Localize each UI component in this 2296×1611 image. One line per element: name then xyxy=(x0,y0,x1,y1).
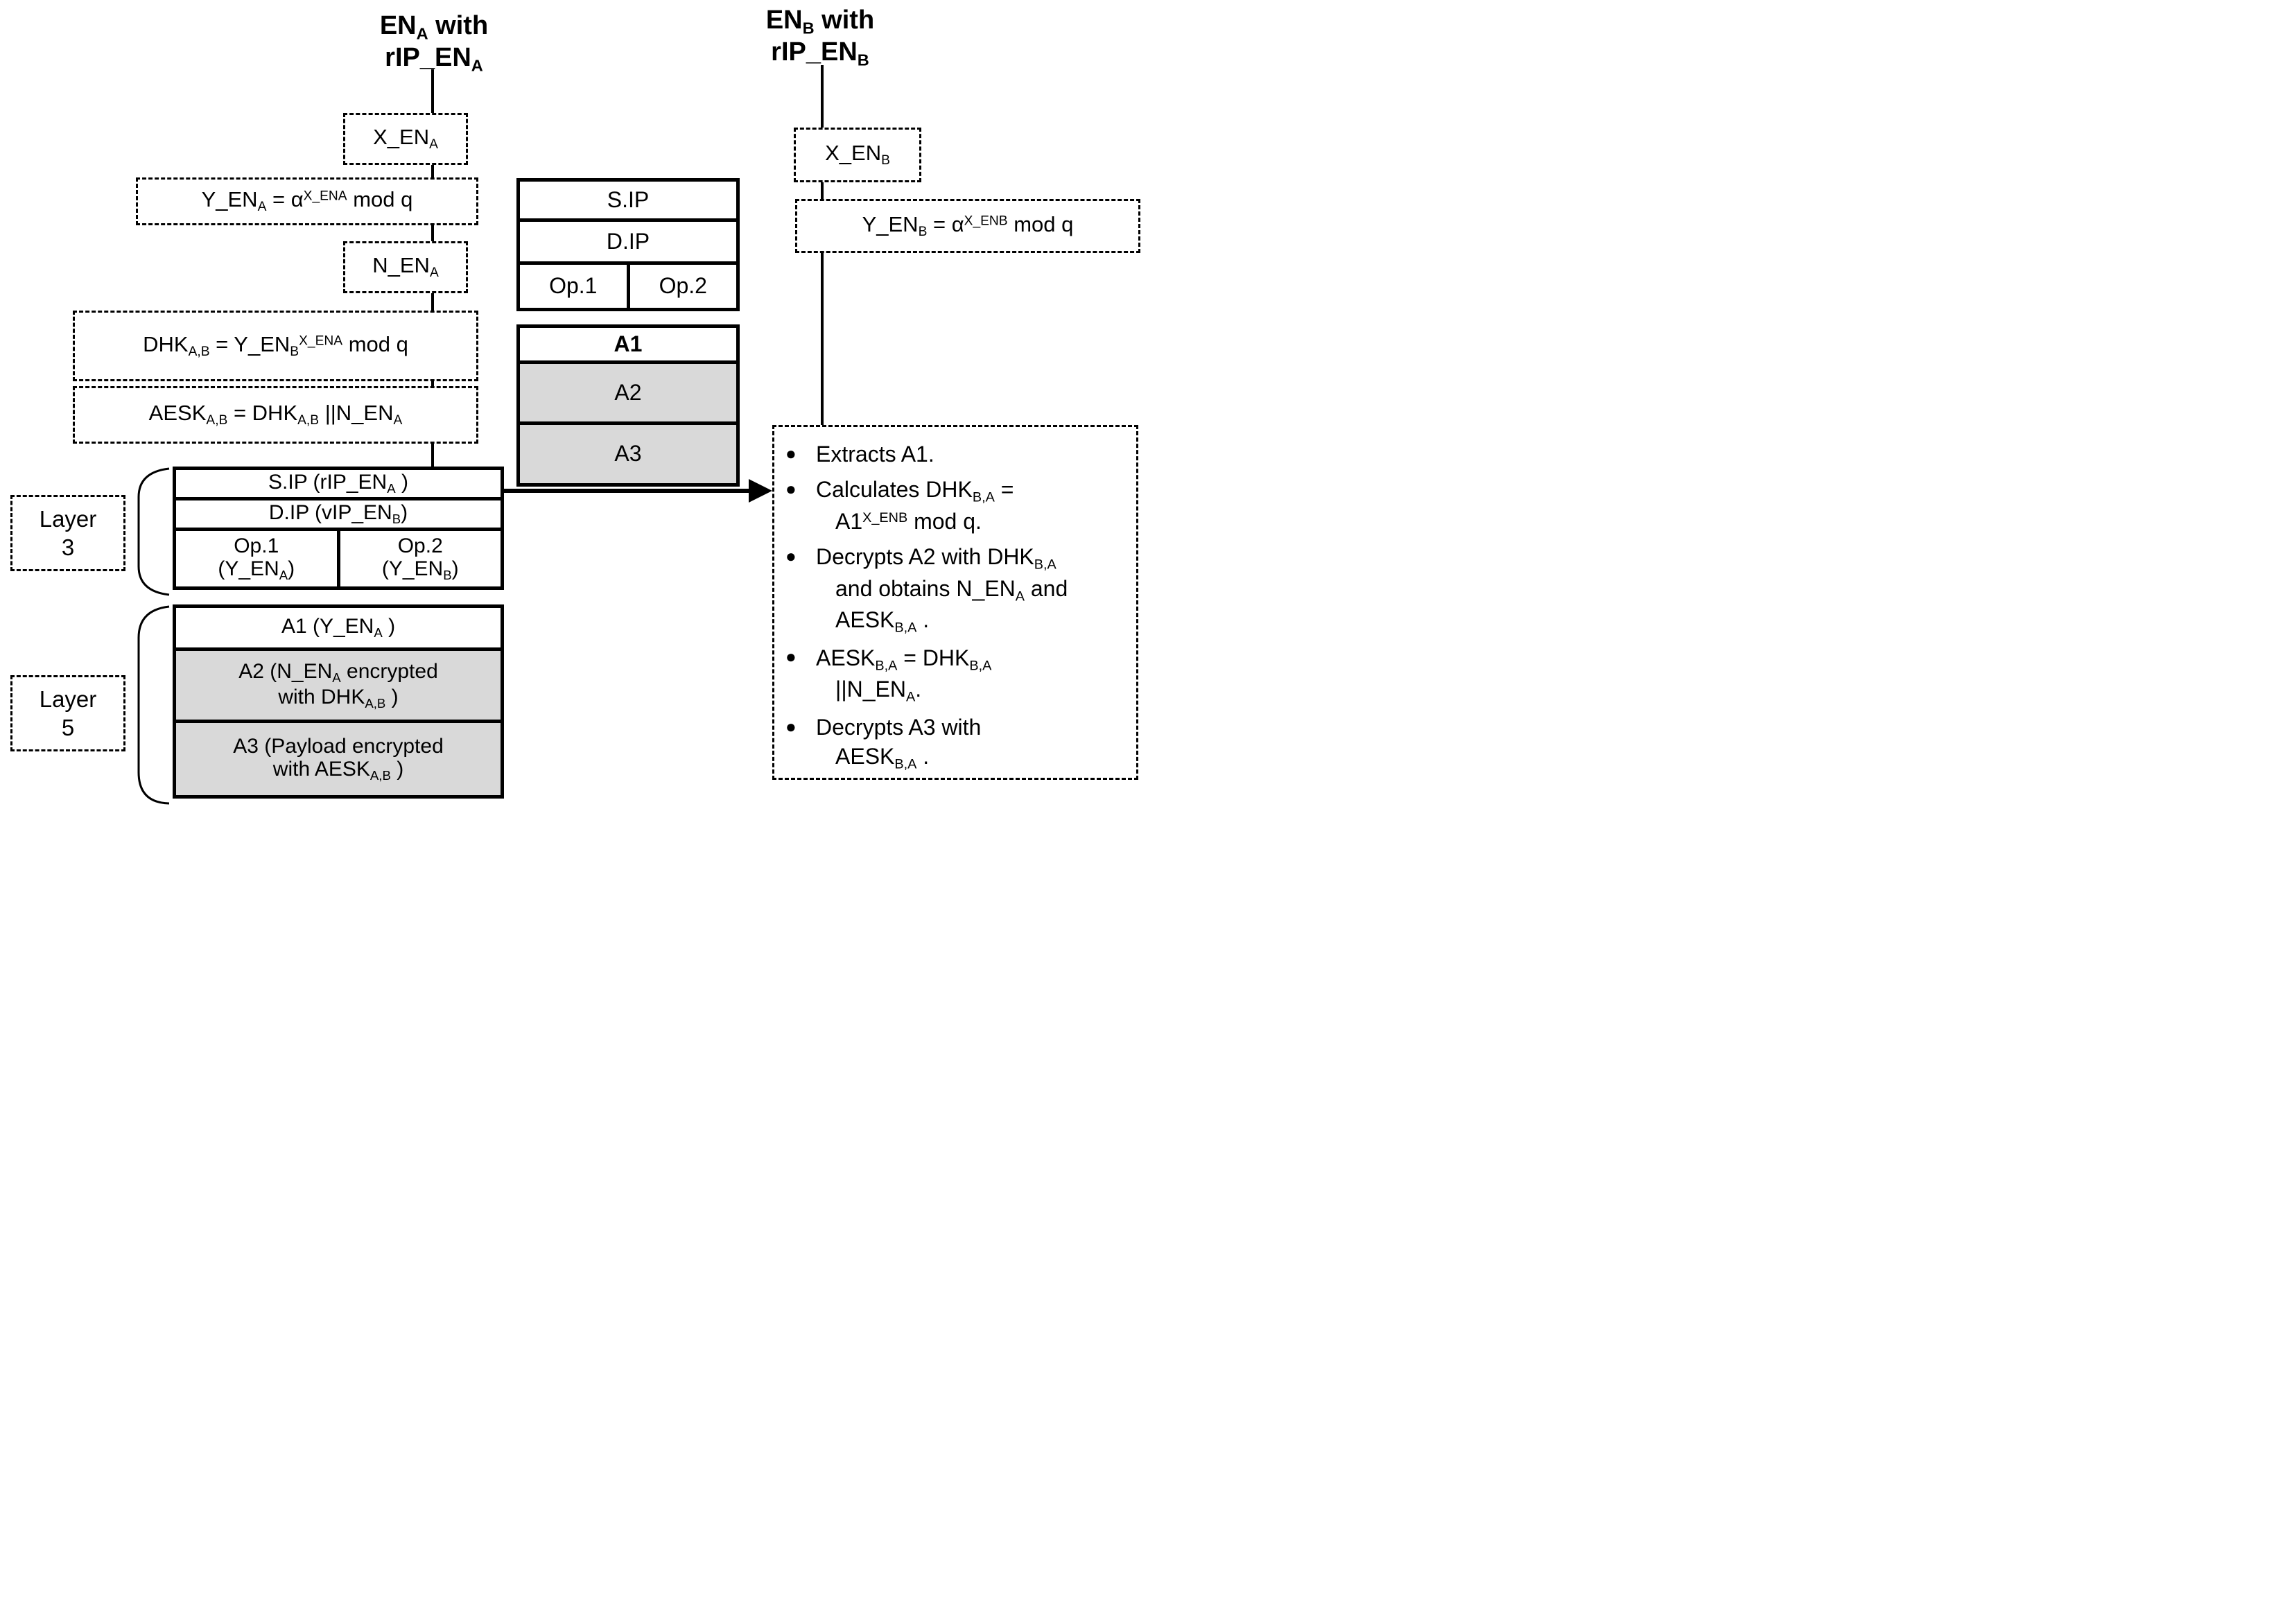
step-decrypts-a2: ●Decrypts A2 with DHKB,A and obtains N_E… xyxy=(785,544,1068,636)
layer3-dip-row: D.IP (vIP_ENB) xyxy=(176,500,501,531)
layer5-label: Layer 5 xyxy=(39,686,97,740)
x-en-b-box: X_ENB xyxy=(794,128,921,182)
en-b-connector-line xyxy=(821,182,824,199)
aesk-ab-box: AESKA,B = DHKA,B ||N_ENA xyxy=(73,386,478,444)
dhk-ab-box: DHKA,B = Y_ENBX_ENA mod q xyxy=(73,311,478,381)
packet-a3-row: A3 xyxy=(520,425,736,483)
x-en-a-box: X_ENA xyxy=(343,113,468,165)
step-calculates-dhk: ●Calculates DHKB,A = A1X_ENB mod q. xyxy=(785,477,1014,534)
layer3-options-row: Op.1 (Y_ENA) Op.2 (Y_ENB) xyxy=(176,531,501,586)
en-b-connector-line xyxy=(821,253,824,425)
en-a-connector-line xyxy=(431,444,434,467)
packet-dip-label: D.IP xyxy=(606,228,650,254)
packet-op2-cell: Op.2 xyxy=(630,265,737,308)
en-a-connector-line xyxy=(431,165,434,177)
packet-header-table: S.IP D.IP Op.1 Op.2 xyxy=(516,178,740,311)
layer3-packet-table: S.IP (rIP_ENA ) D.IP (vIP_ENB) Op.1 (Y_E… xyxy=(173,467,504,590)
step-decrypts-a3: ●Decrypts A3 with AESKB,A . xyxy=(785,714,982,772)
y-en-a-box: Y_ENA = αX_ENA mod q xyxy=(136,177,478,225)
layer3-op1-label: Op.1 (Y_ENA) xyxy=(218,534,295,583)
packet-flow-arrow-line xyxy=(504,489,750,493)
en-b-steps-box: ●Extracts A1. ●Calculates DHKB,A = A1X_E… xyxy=(772,425,1138,780)
bullet-icon: ● xyxy=(785,478,797,500)
step-aesk-ba: ●AESKB,A = DHKB,A ||N_ENA. xyxy=(785,645,992,705)
step-extracts-a1: ●Extracts A1. xyxy=(785,442,934,467)
layer5-brace-icon xyxy=(137,605,170,805)
packet-sip-row: S.IP xyxy=(520,182,736,222)
n-en-a-label: N_ENA xyxy=(372,253,439,281)
en-a-connector-line xyxy=(431,69,434,113)
packet-a1-row: A1 xyxy=(520,328,736,364)
layer3-sip-row: S.IP (rIP_ENA ) xyxy=(176,470,501,500)
packet-a2-label: A2 xyxy=(614,379,642,405)
bullet-icon: ● xyxy=(785,442,797,464)
protocol-diagram: ENA with rIP_ENA X_ENA Y_ENA = αX_ENA mo… xyxy=(0,0,1148,806)
y-en-b-formula: Y_ENB = αX_ENB mod q xyxy=(862,211,1074,240)
layer3-dip-label: D.IP (vIP_ENB) xyxy=(268,501,408,527)
packet-op1-cell: Op.1 xyxy=(520,265,630,308)
dhk-ab-formula: DHKA,B = Y_ENBX_ENA mod q xyxy=(143,331,408,360)
layer5-a3-row: A3 (Payload encrypted with AESKA,B ) xyxy=(176,723,501,795)
n-en-a-box: N_ENA xyxy=(343,241,468,293)
layer3-op2-label: Op.2 (Y_ENB) xyxy=(381,534,459,583)
layer3-brace-icon xyxy=(137,467,170,596)
en-b-title: ENB with rIP_ENB xyxy=(765,6,875,69)
en-a-title: ENA with rIP_ENA xyxy=(379,11,489,75)
aesk-ab-formula: AESKA,B = DHKA,B ||N_ENA xyxy=(148,401,403,428)
en-a-connector-line xyxy=(431,293,434,311)
layer3-op1-cell: Op.1 (Y_ENA) xyxy=(176,531,340,586)
bullet-icon: ● xyxy=(785,646,797,668)
packet-op2-label: Op.2 xyxy=(659,273,707,299)
layer5-a1-row: A1 (Y_ENA ) xyxy=(176,608,501,651)
y-en-b-box: Y_ENB = αX_ENB mod q xyxy=(795,199,1140,253)
layer3-sip-label: S.IP (rIP_ENA ) xyxy=(268,471,408,496)
layer3-op2-cell: Op.2 (Y_ENB) xyxy=(340,531,501,586)
packet-attachments-table: A1 A2 A3 xyxy=(516,324,740,487)
layer3-label: Layer 3 xyxy=(39,505,97,560)
packet-op1-label: Op.1 xyxy=(549,273,598,299)
layer5-a1-label: A1 (Y_ENA ) xyxy=(281,615,396,641)
en-b-connector-line xyxy=(821,65,824,128)
packet-a3-label: A3 xyxy=(614,441,642,467)
packet-dip-row: D.IP xyxy=(520,222,736,265)
layer5-a2-label: A2 (N_ENA encrypted with DHKA,B ) xyxy=(238,659,438,711)
layer5-label-box: Layer 5 xyxy=(10,675,125,751)
packet-options-row: Op.1 Op.2 xyxy=(520,265,736,308)
en-a-connector-line xyxy=(431,225,434,241)
packet-a1-label: A1 xyxy=(614,331,643,356)
y-en-a-formula: Y_ENA = αX_ENA mod q xyxy=(201,187,413,215)
en-a-connector-line xyxy=(431,381,434,386)
layer3-label-box: Layer 3 xyxy=(10,495,125,571)
x-en-a-label: X_ENA xyxy=(373,125,438,153)
packet-a2-row: A2 xyxy=(520,364,736,425)
layer5-a2-row: A2 (N_ENA encrypted with DHKA,B ) xyxy=(176,651,501,723)
layer5-a3-label: A3 (Payload encrypted with AESKA,B ) xyxy=(233,734,444,783)
bullet-icon: ● xyxy=(785,715,797,737)
packet-sip-label: S.IP xyxy=(607,186,650,212)
bullet-icon: ● xyxy=(785,545,797,566)
x-en-b-label: X_ENB xyxy=(825,141,890,168)
packet-flow-arrow-icon xyxy=(749,479,772,503)
layer5-packet-table: A1 (Y_ENA ) A2 (N_ENA encrypted with DHK… xyxy=(173,604,504,799)
